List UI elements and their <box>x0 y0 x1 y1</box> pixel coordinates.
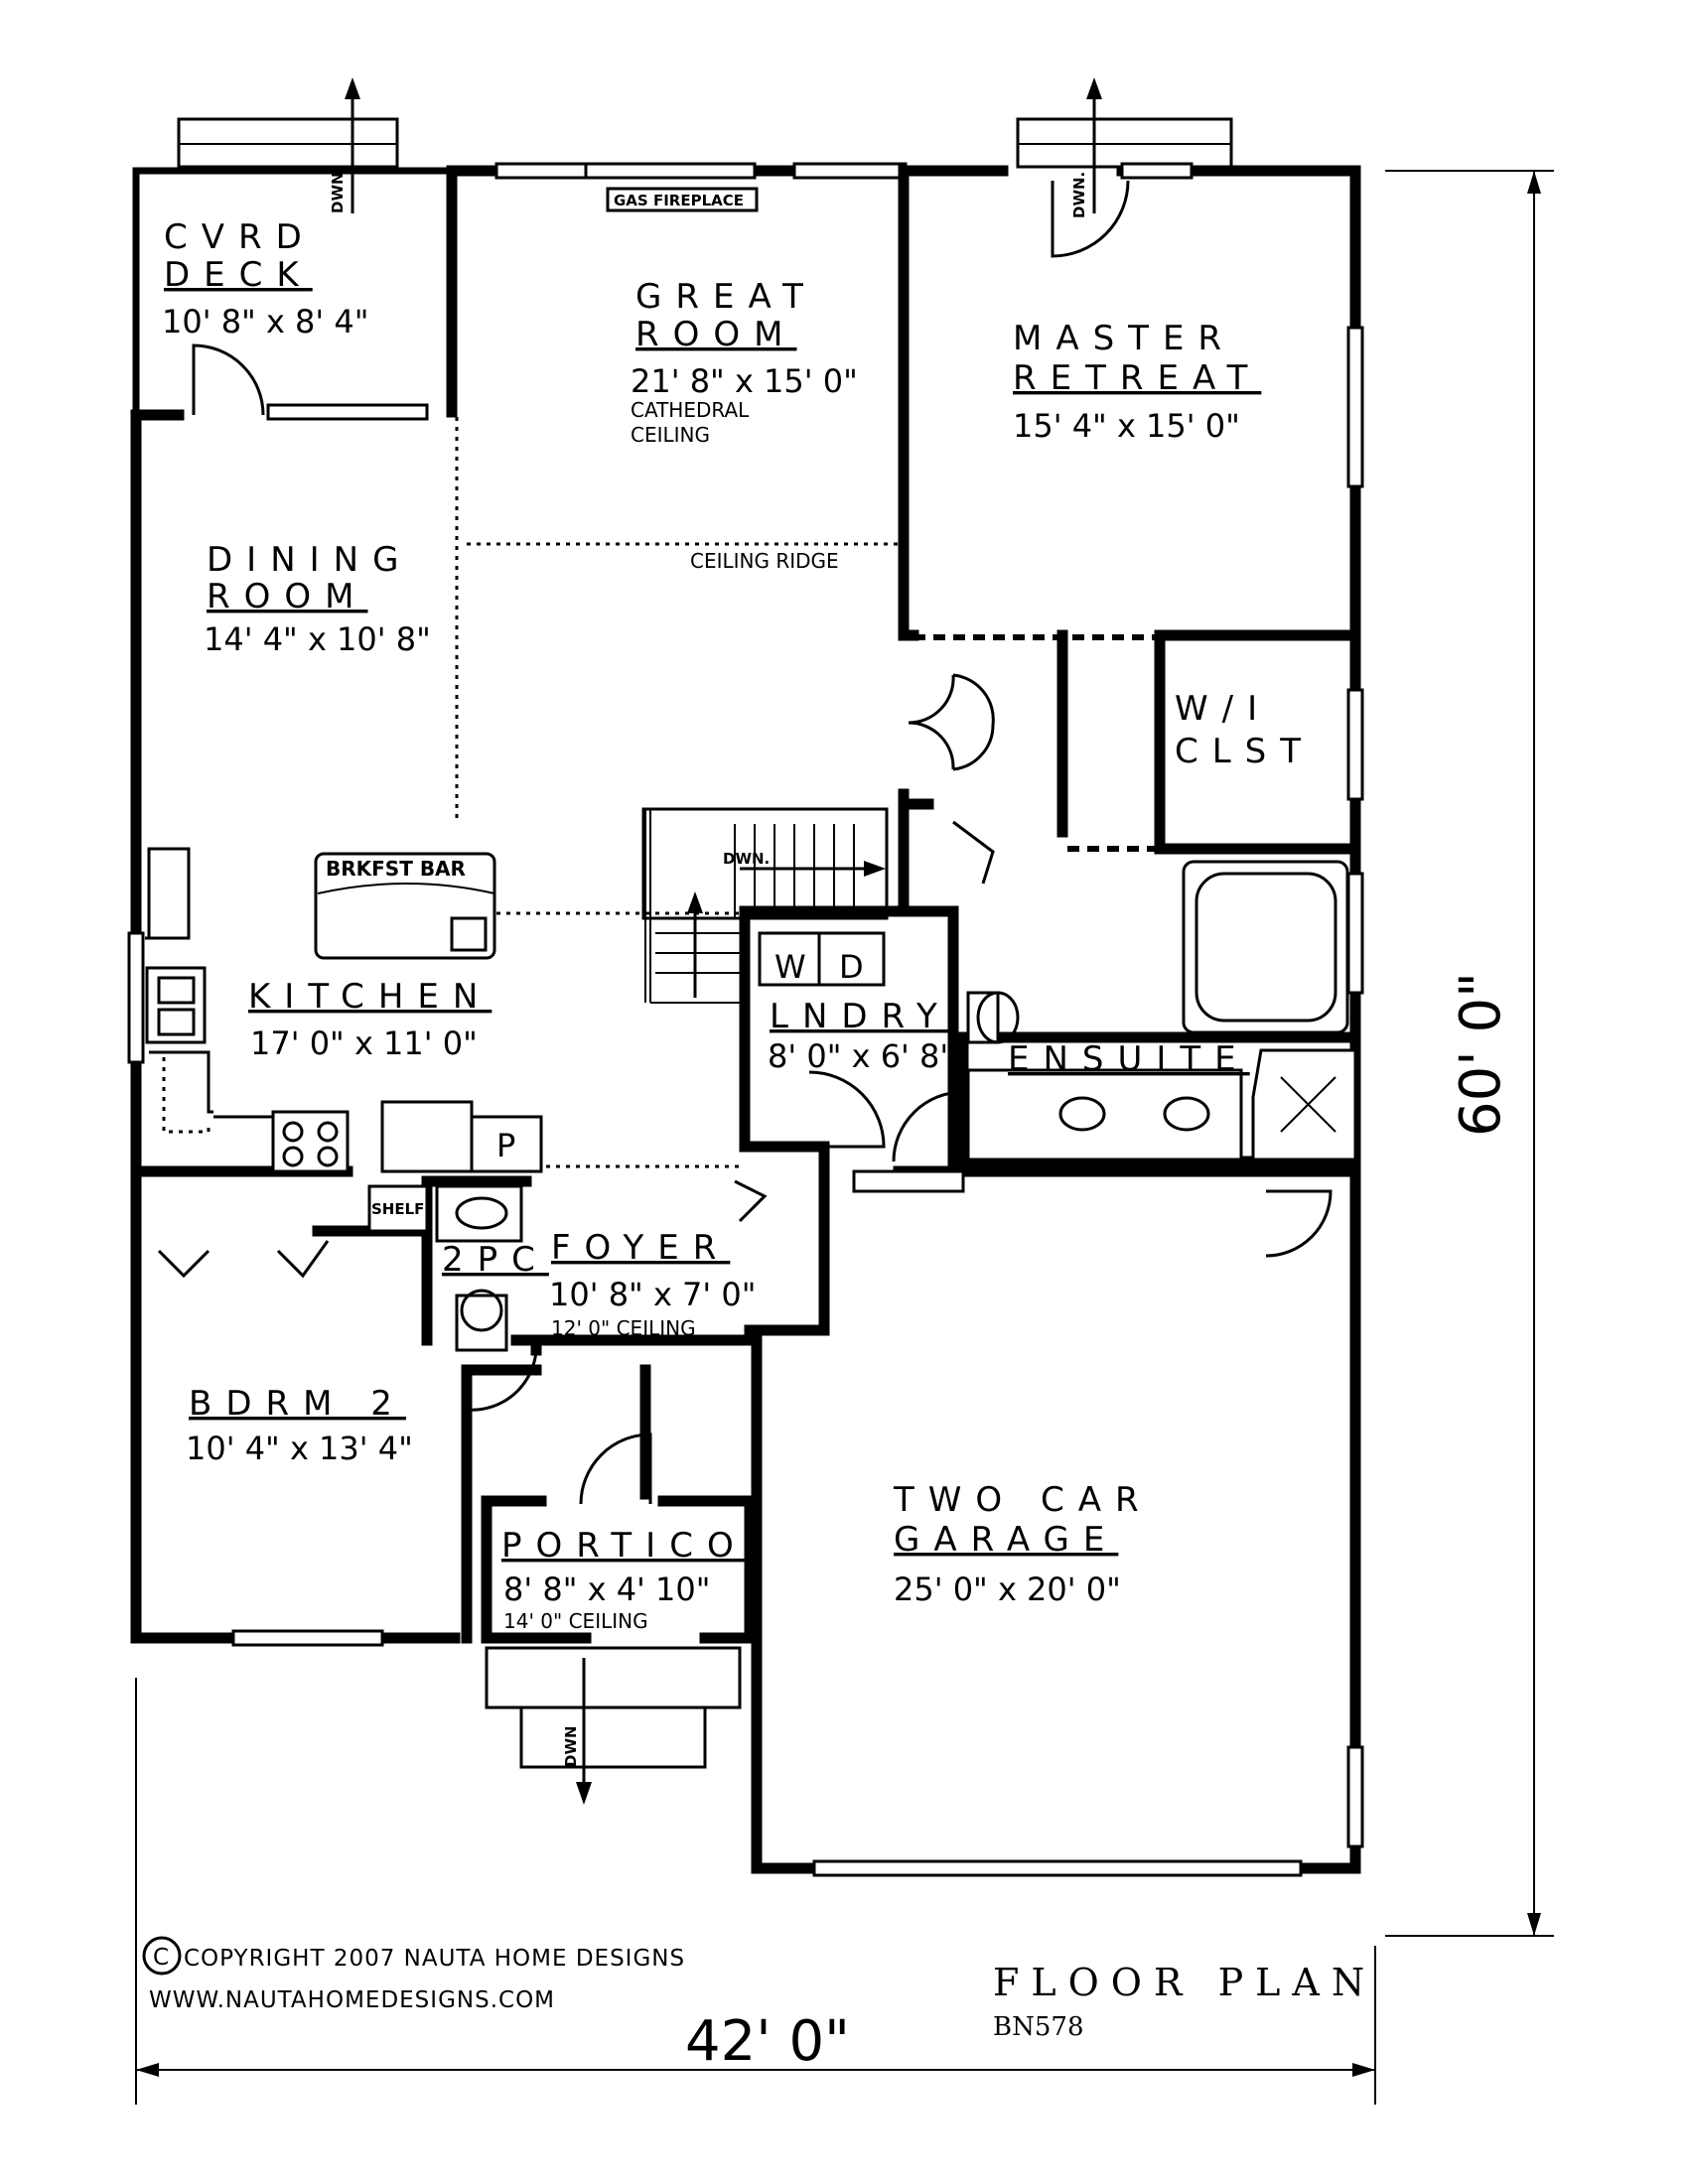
deck-label-1: CVRD <box>164 217 316 257</box>
rear-deck-steps <box>177 77 1233 213</box>
dining-label-2: ROOM <box>207 577 367 616</box>
laundry-bath-fixtures <box>367 860 1357 1352</box>
kitchen-label: KITCHEN <box>248 977 492 1017</box>
kitchen-fixtures <box>145 847 543 1173</box>
portico-size: 8' 8" x 4' 10" <box>503 1570 710 1608</box>
room-labels: CVRD DECK 10' 8" x 8' 4" GREAT ROOM 21' … <box>162 217 1315 1633</box>
foyer-note: 12' 0" CEILING <box>551 1316 696 1340</box>
garage-size: 25' 0" x 20' 0" <box>894 1570 1121 1608</box>
windows <box>127 162 1364 1877</box>
fixture-labels: GAS FIREPLACE CEILING RIDGE BRKFST BAR S… <box>326 167 1088 1767</box>
width-dimension: 42' 0" <box>685 2009 850 2074</box>
great-room-label-1: GREAT <box>635 277 817 317</box>
overall-dimensions <box>135 170 1554 2105</box>
gas-fireplace-label: GAS FIREPLACE <box>614 192 744 209</box>
drawing-title: FLOOR PLAN <box>993 1961 1376 2004</box>
interior-walls <box>130 165 1361 1644</box>
great-room-note-1: CATHEDRAL <box>631 398 750 422</box>
portico-label: PORTICO <box>501 1526 748 1566</box>
exterior-walls <box>130 165 1361 1874</box>
laundry-label: LNDRY <box>770 997 951 1036</box>
footer: C COPYRIGHT 2007 NAUTA HOME DESIGNS WWW.… <box>142 1936 1376 2042</box>
front-steps <box>485 1646 742 1805</box>
stairs: DWN. <box>641 807 889 1004</box>
shelf-label: SHELF <box>371 1200 424 1218</box>
walkin-label-2: CLST <box>1175 732 1315 771</box>
powder-room-label: 2PC <box>442 1240 549 1280</box>
bedroom2-label: BDRM 2 <box>189 1384 406 1424</box>
stair-down-label: DWN. <box>723 850 770 868</box>
copyright-symbol: C <box>153 1945 170 1971</box>
great-room-label-2: ROOM <box>635 315 796 354</box>
plan-code: BN578 <box>993 2012 1083 2042</box>
dryer-label: D <box>839 948 864 986</box>
great-room-size: 21' 8" x 15' 0" <box>631 362 858 400</box>
bedroom2-size: 10' 4" x 13' 4" <box>186 1430 413 1467</box>
master-label-2: RETREAT <box>1013 358 1261 398</box>
portico-note: 14' 0" CEILING <box>503 1609 648 1633</box>
kitchen-size: 17' 0" x 11' 0" <box>250 1024 478 1062</box>
deck-size: 10' 8" x 8' 4" <box>162 303 368 341</box>
washer-label: W <box>774 948 806 986</box>
walkin-label-1: W/I <box>1175 689 1271 729</box>
breakfast-bar-label: BRKFST BAR <box>326 857 466 881</box>
master-size: 15' 4" x 15' 0" <box>1013 407 1240 445</box>
foyer-size: 10' 8" x 7' 0" <box>549 1276 756 1313</box>
foyer-label: FOYER <box>551 1228 730 1268</box>
deck-down-label: DWN. <box>329 167 347 213</box>
deck-label-2: DECK <box>164 255 313 295</box>
front-down-label: DWN <box>562 1725 580 1767</box>
ceiling-ridge-label: CEILING RIDGE <box>690 549 839 573</box>
pantry-label: P <box>496 1127 515 1164</box>
master-down-label: DWN. <box>1070 172 1088 218</box>
garage-label-1: TWO CAR <box>893 1480 1153 1520</box>
depth-dimension: 60' 0" <box>1449 972 1513 1137</box>
dining-label-1: DINING <box>207 540 412 580</box>
website-text: WWW.NAUTAHOMEDESIGNS.COM <box>149 1987 555 2013</box>
dining-size: 14' 4" x 10' 8" <box>204 620 431 658</box>
great-room-note-2: CEILING <box>631 423 710 447</box>
doors <box>157 180 1333 1505</box>
garage-label-2: GARAGE <box>894 1520 1118 1560</box>
copyright-text: COPYRIGHT 2007 NAUTA HOME DESIGNS <box>184 1946 685 1972</box>
ensuite-label: ENSUITE <box>1008 1039 1250 1079</box>
laundry-size: 8' 0" x 6' 8" <box>768 1037 954 1075</box>
master-label-1: MASTER <box>1013 319 1235 358</box>
